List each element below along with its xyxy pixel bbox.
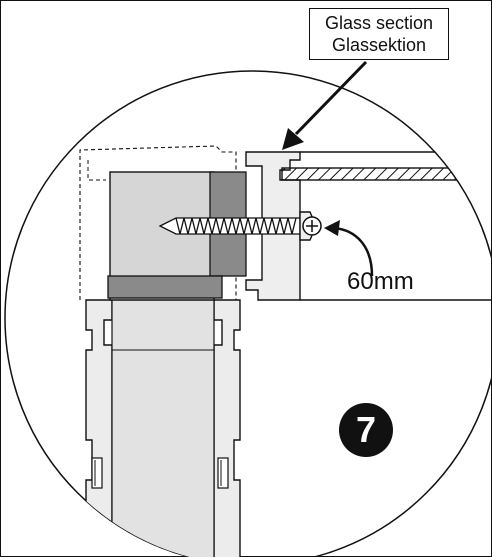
dimension-label: 60mm bbox=[347, 268, 414, 295]
glass-section-callout: Glass section Glassektion bbox=[309, 8, 449, 60]
callout-arrow bbox=[282, 60, 368, 150]
step-number-badge: 7 bbox=[339, 403, 393, 457]
callout-line-1: Glass section bbox=[324, 13, 434, 33]
glass-pane bbox=[281, 151, 492, 301]
detail-circle bbox=[4, 70, 492, 557]
vertical-profile-left bbox=[85, 299, 113, 557]
dimension-arrow bbox=[324, 220, 374, 277]
screw bbox=[158, 211, 322, 241]
vertical-profile-right bbox=[213, 299, 241, 557]
hidden-outline bbox=[79, 145, 237, 300]
callout-line-2: Glassektion bbox=[331, 35, 427, 55]
gasket-horizontal bbox=[107, 275, 223, 299]
profile-channel bbox=[111, 299, 215, 557]
